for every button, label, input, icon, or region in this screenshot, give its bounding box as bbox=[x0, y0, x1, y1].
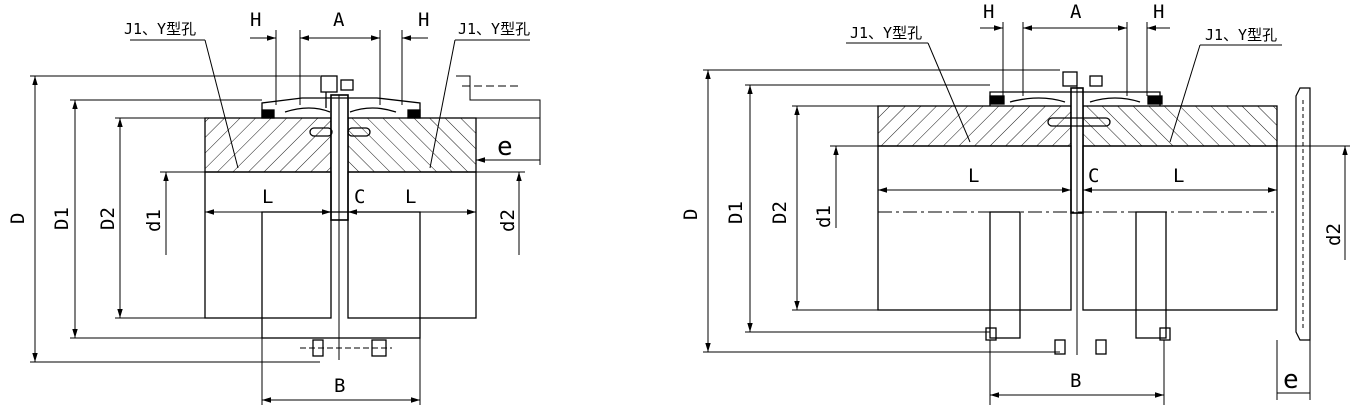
left-d1-small-label: d1 bbox=[143, 209, 165, 232]
right-labels: J1、Y型孔 J1、Y型孔 H A H D D1 D2 d1 d2 L C L … bbox=[680, 1, 1345, 395]
left-c-label: C bbox=[354, 186, 365, 208]
left-hub-section bbox=[204, 117, 332, 173]
left-labels: J1、Y型孔 J1、Y型孔 H A H D D1 D2 d1 d2 L C L … bbox=[7, 9, 530, 397]
right-d2-small-label: d2 bbox=[1323, 223, 1345, 246]
left-e-label: e bbox=[497, 132, 513, 162]
right-dimensions bbox=[703, 22, 1350, 405]
right-l-label-1: L bbox=[968, 165, 979, 187]
left-d-label: D bbox=[7, 213, 29, 224]
left-d2-label: D2 bbox=[97, 207, 119, 230]
right-d2-label: D2 bbox=[769, 201, 791, 224]
right-hub-body bbox=[347, 171, 477, 319]
sleeve-body bbox=[261, 211, 421, 339]
right-view-left-hub-section bbox=[877, 105, 1072, 147]
right-view-right-hub-section bbox=[1082, 105, 1278, 147]
left-j-label-1: J1、Y型孔 bbox=[124, 20, 196, 38]
left-hub-body bbox=[204, 171, 332, 319]
left-h-label-1: H bbox=[250, 9, 261, 31]
top-bolt bbox=[320, 75, 338, 93]
right-c-label: C bbox=[1088, 165, 1099, 187]
right-b-label: B bbox=[1070, 370, 1081, 392]
right-view-left-hub-body bbox=[877, 145, 1072, 311]
right-view-right-hub-body bbox=[1082, 145, 1278, 311]
right-e-label: e bbox=[1283, 365, 1299, 395]
left-d1-label: D1 bbox=[51, 207, 73, 230]
right-j-label-1: J1、Y型孔 bbox=[850, 24, 922, 42]
left-l-label-1: L bbox=[262, 186, 273, 208]
left-coupling-view bbox=[204, 75, 541, 360]
right-j-label-2: J1、Y型孔 bbox=[1205, 26, 1277, 44]
right-h-label-1: H bbox=[983, 1, 994, 23]
left-d2-small-label: d2 bbox=[497, 209, 519, 232]
right-l-label-2: L bbox=[1173, 165, 1184, 187]
right-d1-label: D1 bbox=[725, 201, 747, 224]
right-h-label-2: H bbox=[1153, 1, 1164, 23]
left-l-label-2: L bbox=[405, 186, 416, 208]
left-j-label-2: J1、Y型孔 bbox=[458, 20, 530, 38]
right-d-label: D bbox=[680, 209, 702, 220]
right-coupling-view bbox=[877, 71, 1311, 355]
right-hub-section bbox=[347, 117, 477, 173]
right-a-label: A bbox=[1070, 1, 1082, 23]
left-dimensions bbox=[30, 30, 541, 405]
left-a-label: A bbox=[333, 9, 345, 31]
right-d1-small-label: d1 bbox=[813, 205, 835, 228]
left-b-label: B bbox=[334, 375, 345, 397]
left-h-label-2: H bbox=[418, 9, 429, 31]
sleeve-outline bbox=[261, 97, 421, 118]
